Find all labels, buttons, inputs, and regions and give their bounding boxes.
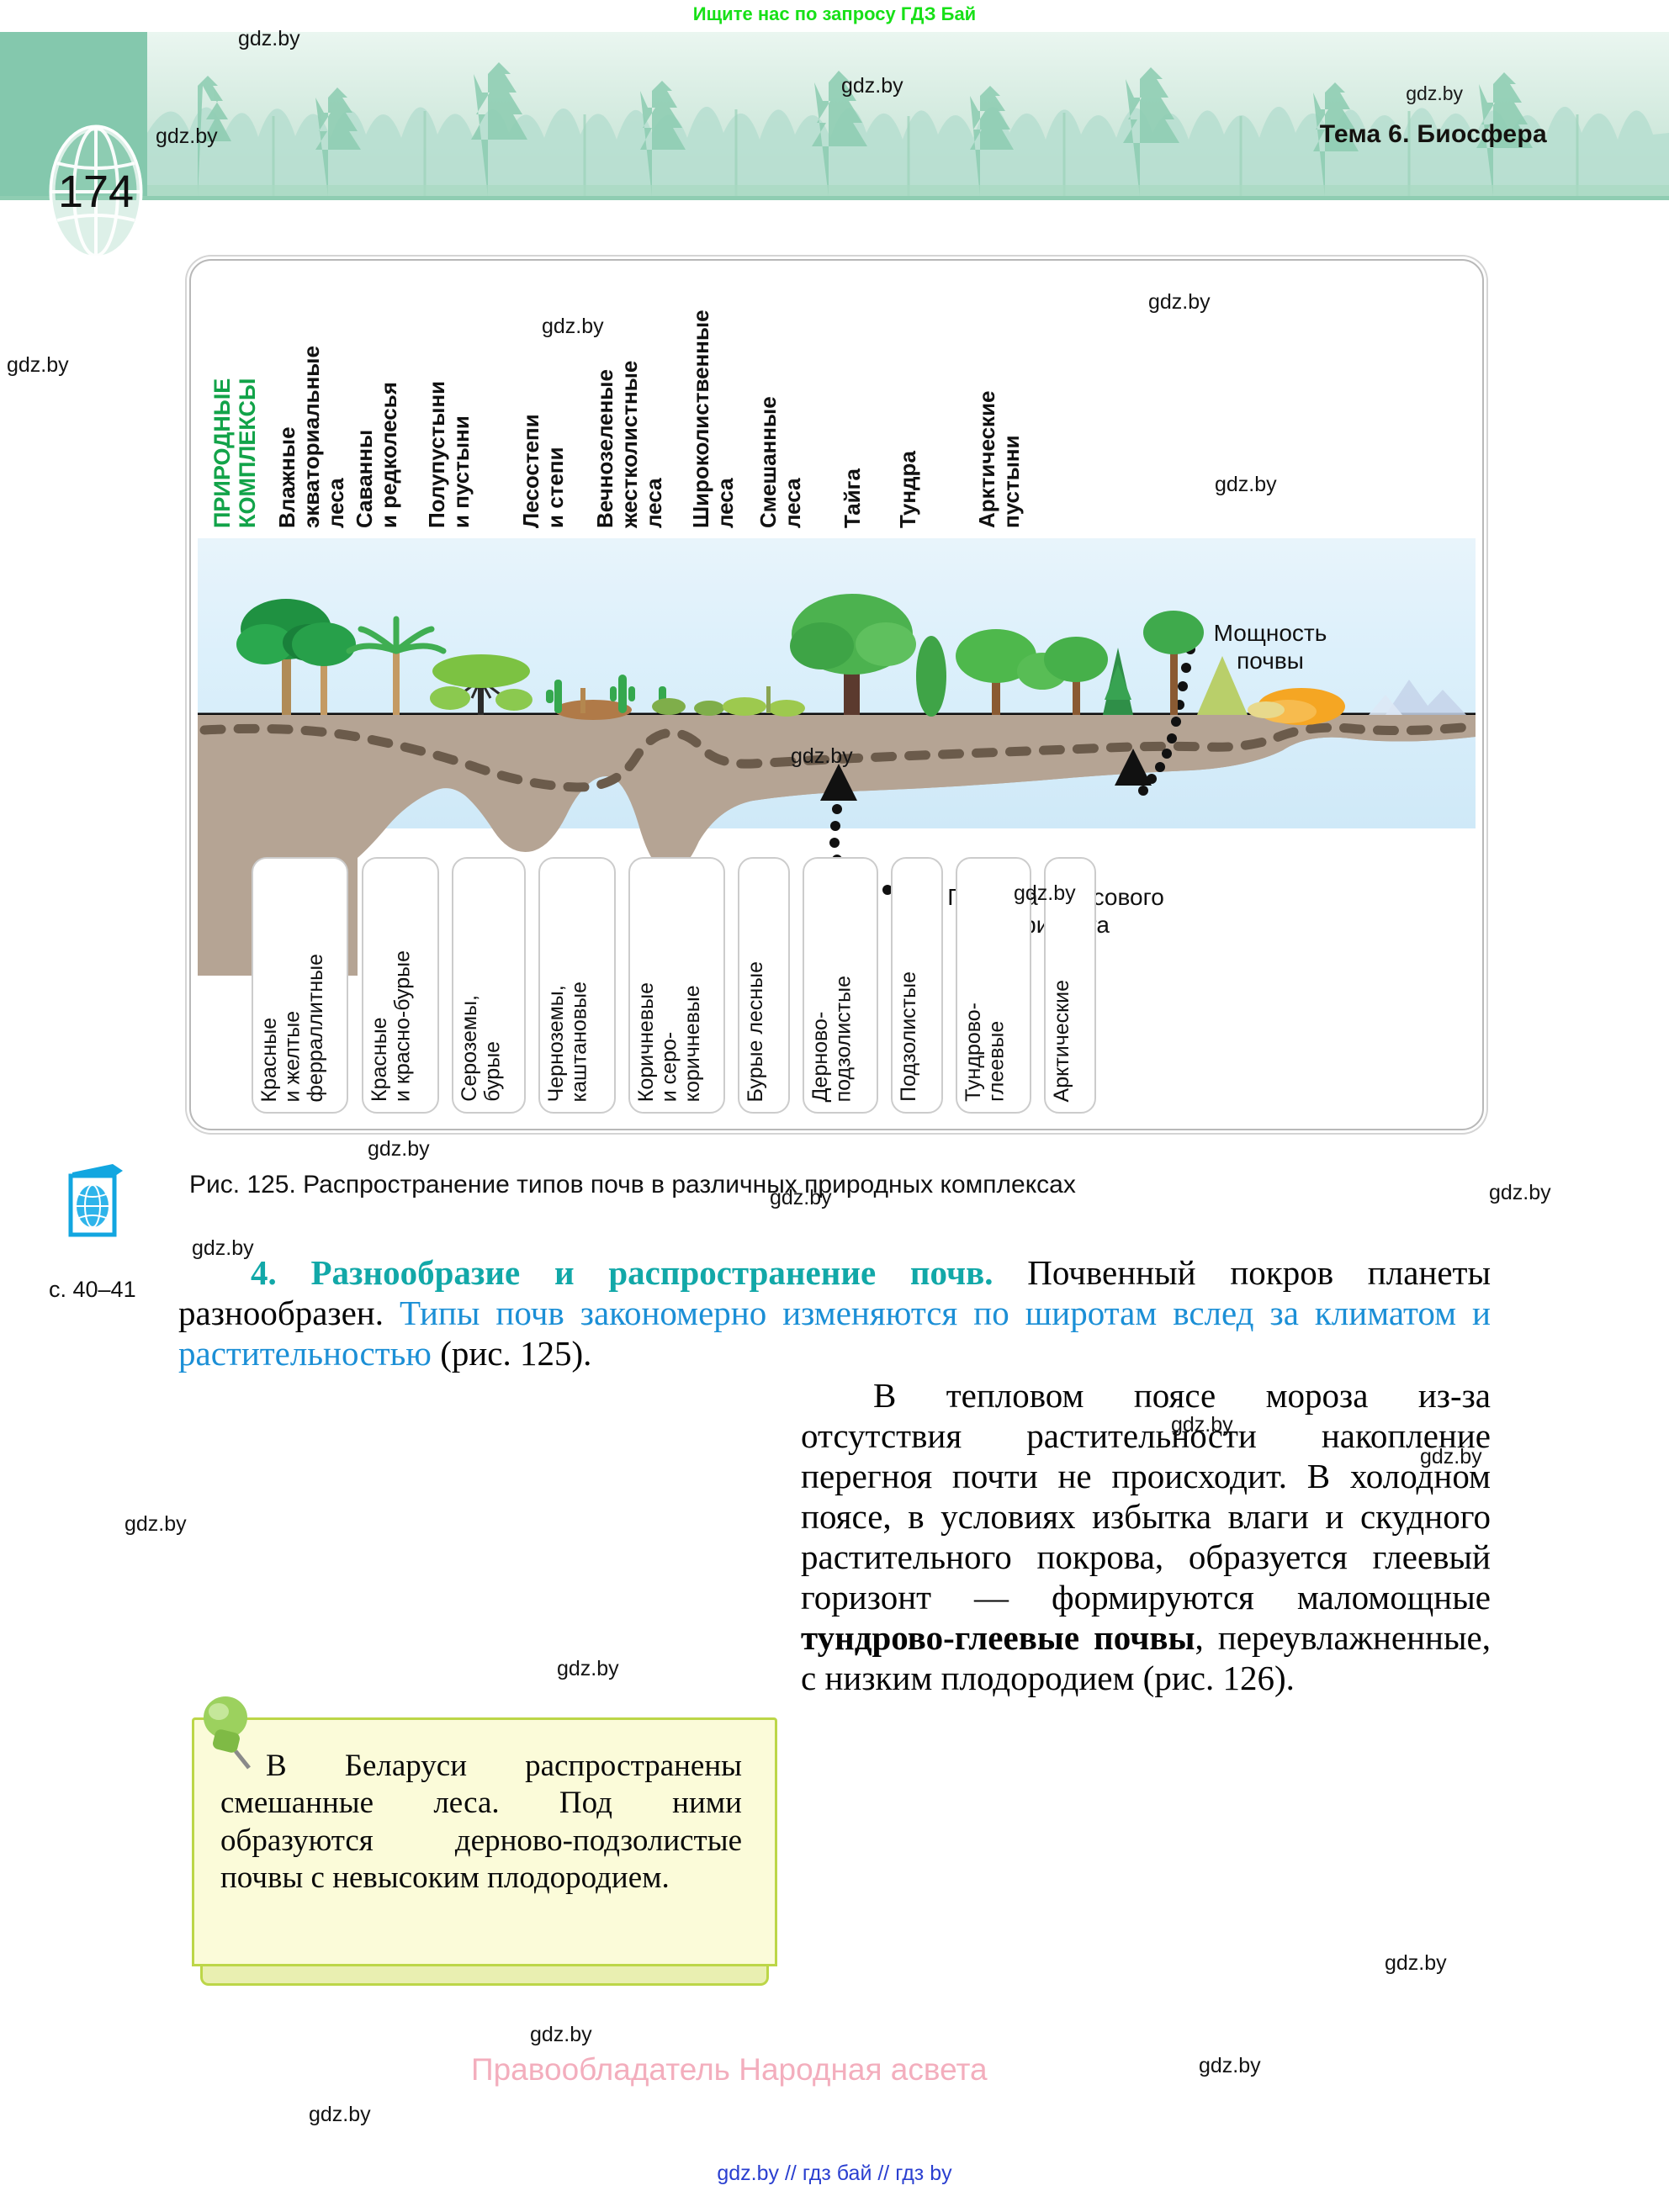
copyright-line: Правообладатель Народная асвета — [471, 2052, 988, 2087]
pushpin-icon — [177, 1684, 278, 1785]
soil-label-4: Коричневые и серо- коричневые — [634, 982, 704, 1102]
globe-icon — [49, 124, 143, 259]
soil-box-9: Арктические — [1044, 857, 1096, 1114]
section-heading: 4. Разнообразие и распространение почв. — [251, 1253, 993, 1292]
soil-box-7: Подзолистые — [891, 857, 943, 1114]
paragraph-1: 4. Разнообразие и распространение почв. … — [178, 1253, 1491, 1374]
p1-plain-a: Почвенный покров планеты разнообразен. — [178, 1253, 1492, 1332]
soil-box-8: Тундрово- глеевые — [956, 857, 1031, 1114]
watermark-18: gdz.by — [530, 2023, 592, 2046]
watermark-9: gdz.by — [368, 1137, 430, 1161]
p2-end: , переувлажненные, с низким плодородием … — [801, 1617, 1491, 1697]
p2-text: В тепловом поясе мороза из-за отсутствия… — [801, 1375, 1491, 1617]
soil-box-2: Сероземы, бурые — [452, 857, 526, 1114]
nc-label-9: Арктические пустыни — [974, 390, 1025, 528]
soil-box-5: Бурые лесные — [738, 857, 790, 1114]
note-sheet — [192, 1717, 777, 1966]
figure-125: ПРИРОДНЫЕ КОМПЛЕКСЫ Влажные экваториальн… — [189, 259, 1484, 1130]
nc-label-5: Широколиственные леса — [688, 310, 739, 528]
paragraph-2: В тепловом поясе мороза из-за отсутствия… — [178, 1376, 1491, 1699]
figure-caption: Рис. 125. Распространение типов почв в р… — [189, 1171, 1076, 1199]
nc-label-6: Смешанные леса — [755, 396, 806, 528]
nc-label-7: Тайга — [840, 468, 865, 528]
note-float-spacer — [178, 1381, 767, 1667]
watermark-6: gdz.by — [7, 353, 69, 377]
annotation-soil-thickness: Мощность почвы — [1213, 620, 1327, 675]
soil-label-1: Красные и красно-бурые — [368, 950, 415, 1102]
watermark-19: gdz.by — [1199, 2054, 1261, 2077]
nc-label-2: Полупустыни и пустыни — [424, 380, 474, 528]
atlas-page-reference: с. 40–41 — [49, 1277, 136, 1302]
soil-cross-section-illustration: Мощность почвы Граница гумусового горизо… — [198, 538, 1476, 976]
forest-silhouette-banner — [147, 32, 1669, 197]
p1-highlight: Типы почв закономерно изменяются по широ… — [178, 1293, 1491, 1373]
watermark-10: gdz.by — [1489, 1181, 1551, 1204]
nc-label-0: Влажные экваториальные леса — [274, 346, 349, 528]
p1-plain-b: (рис. 125). — [431, 1333, 592, 1373]
sticky-note: В Беларуси распространены смешанные леса… — [192, 1696, 777, 1987]
atlas-book-icon — [66, 1161, 130, 1238]
soil-label-3: Черноземы, каштановые — [544, 981, 591, 1102]
nc-label-4: Вечнозеленые жестколистные леса — [592, 360, 667, 528]
soil-label-7: Подзолистые — [897, 971, 920, 1102]
soil-label-8: Тундрово- глеевые — [962, 1003, 1009, 1102]
natural-complexes-title: ПРИРОДНЫЕ КОМПЛЕКСЫ — [209, 378, 261, 528]
soil-box-4: Коричневые и серо- коричневые — [628, 857, 725, 1114]
soil-label-6: Дерново- подзолистые — [808, 975, 856, 1102]
watermark-20: gdz.by — [309, 2103, 371, 2126]
soil-label-2: Сероземы, бурые — [458, 995, 505, 1102]
nc-label-8: Тундра — [895, 451, 920, 528]
article-body: 4. Разнообразие и распространение почв. … — [178, 1253, 1491, 1701]
note-text: В Беларуси распространены смешанные леса… — [220, 1749, 742, 1896]
footer-links: gdz.by // гдз бай // гдз by — [717, 2162, 952, 2185]
soil-box-6: Дерново- подзолистые — [803, 857, 878, 1114]
p2-bold-term: тундрово-глеевые почвы — [801, 1617, 1195, 1657]
soil-box-0: Красные и желтые ферраллитные — [252, 857, 348, 1114]
nc-label-1: Саванны и редколесья — [352, 382, 402, 528]
soil-label-5: Бурые лесные — [744, 960, 767, 1102]
soil-box-1: Красные и красно-бурые — [362, 857, 439, 1114]
watermark-15: gdz.by — [125, 1512, 187, 1536]
soil-label-0: Красные и желтые ферраллитные — [257, 953, 327, 1102]
page-title: Тема 6. Биосфера — [1319, 120, 1547, 148]
header-divider — [0, 196, 1669, 200]
soil-label-9: Арктические — [1050, 979, 1073, 1102]
watermark-17: gdz.by — [1385, 1951, 1447, 1975]
nc-label-3: Лесостепи и степи — [518, 414, 569, 528]
page-number-badge: 174 — [29, 124, 163, 259]
promo-strip: Ищите нас по запросу ГДЗ Бай — [0, 0, 1669, 32]
promo-text: Ищите нас по запросу ГДЗ Бай — [692, 3, 977, 24]
soil-box-3: Черноземы, каштановые — [538, 857, 616, 1114]
page-header: gdz.by Тема 6. Биосфера — [0, 32, 1669, 200]
header-watermark: gdz.by — [1406, 82, 1463, 104]
page-number-value: 174 — [57, 167, 135, 217]
